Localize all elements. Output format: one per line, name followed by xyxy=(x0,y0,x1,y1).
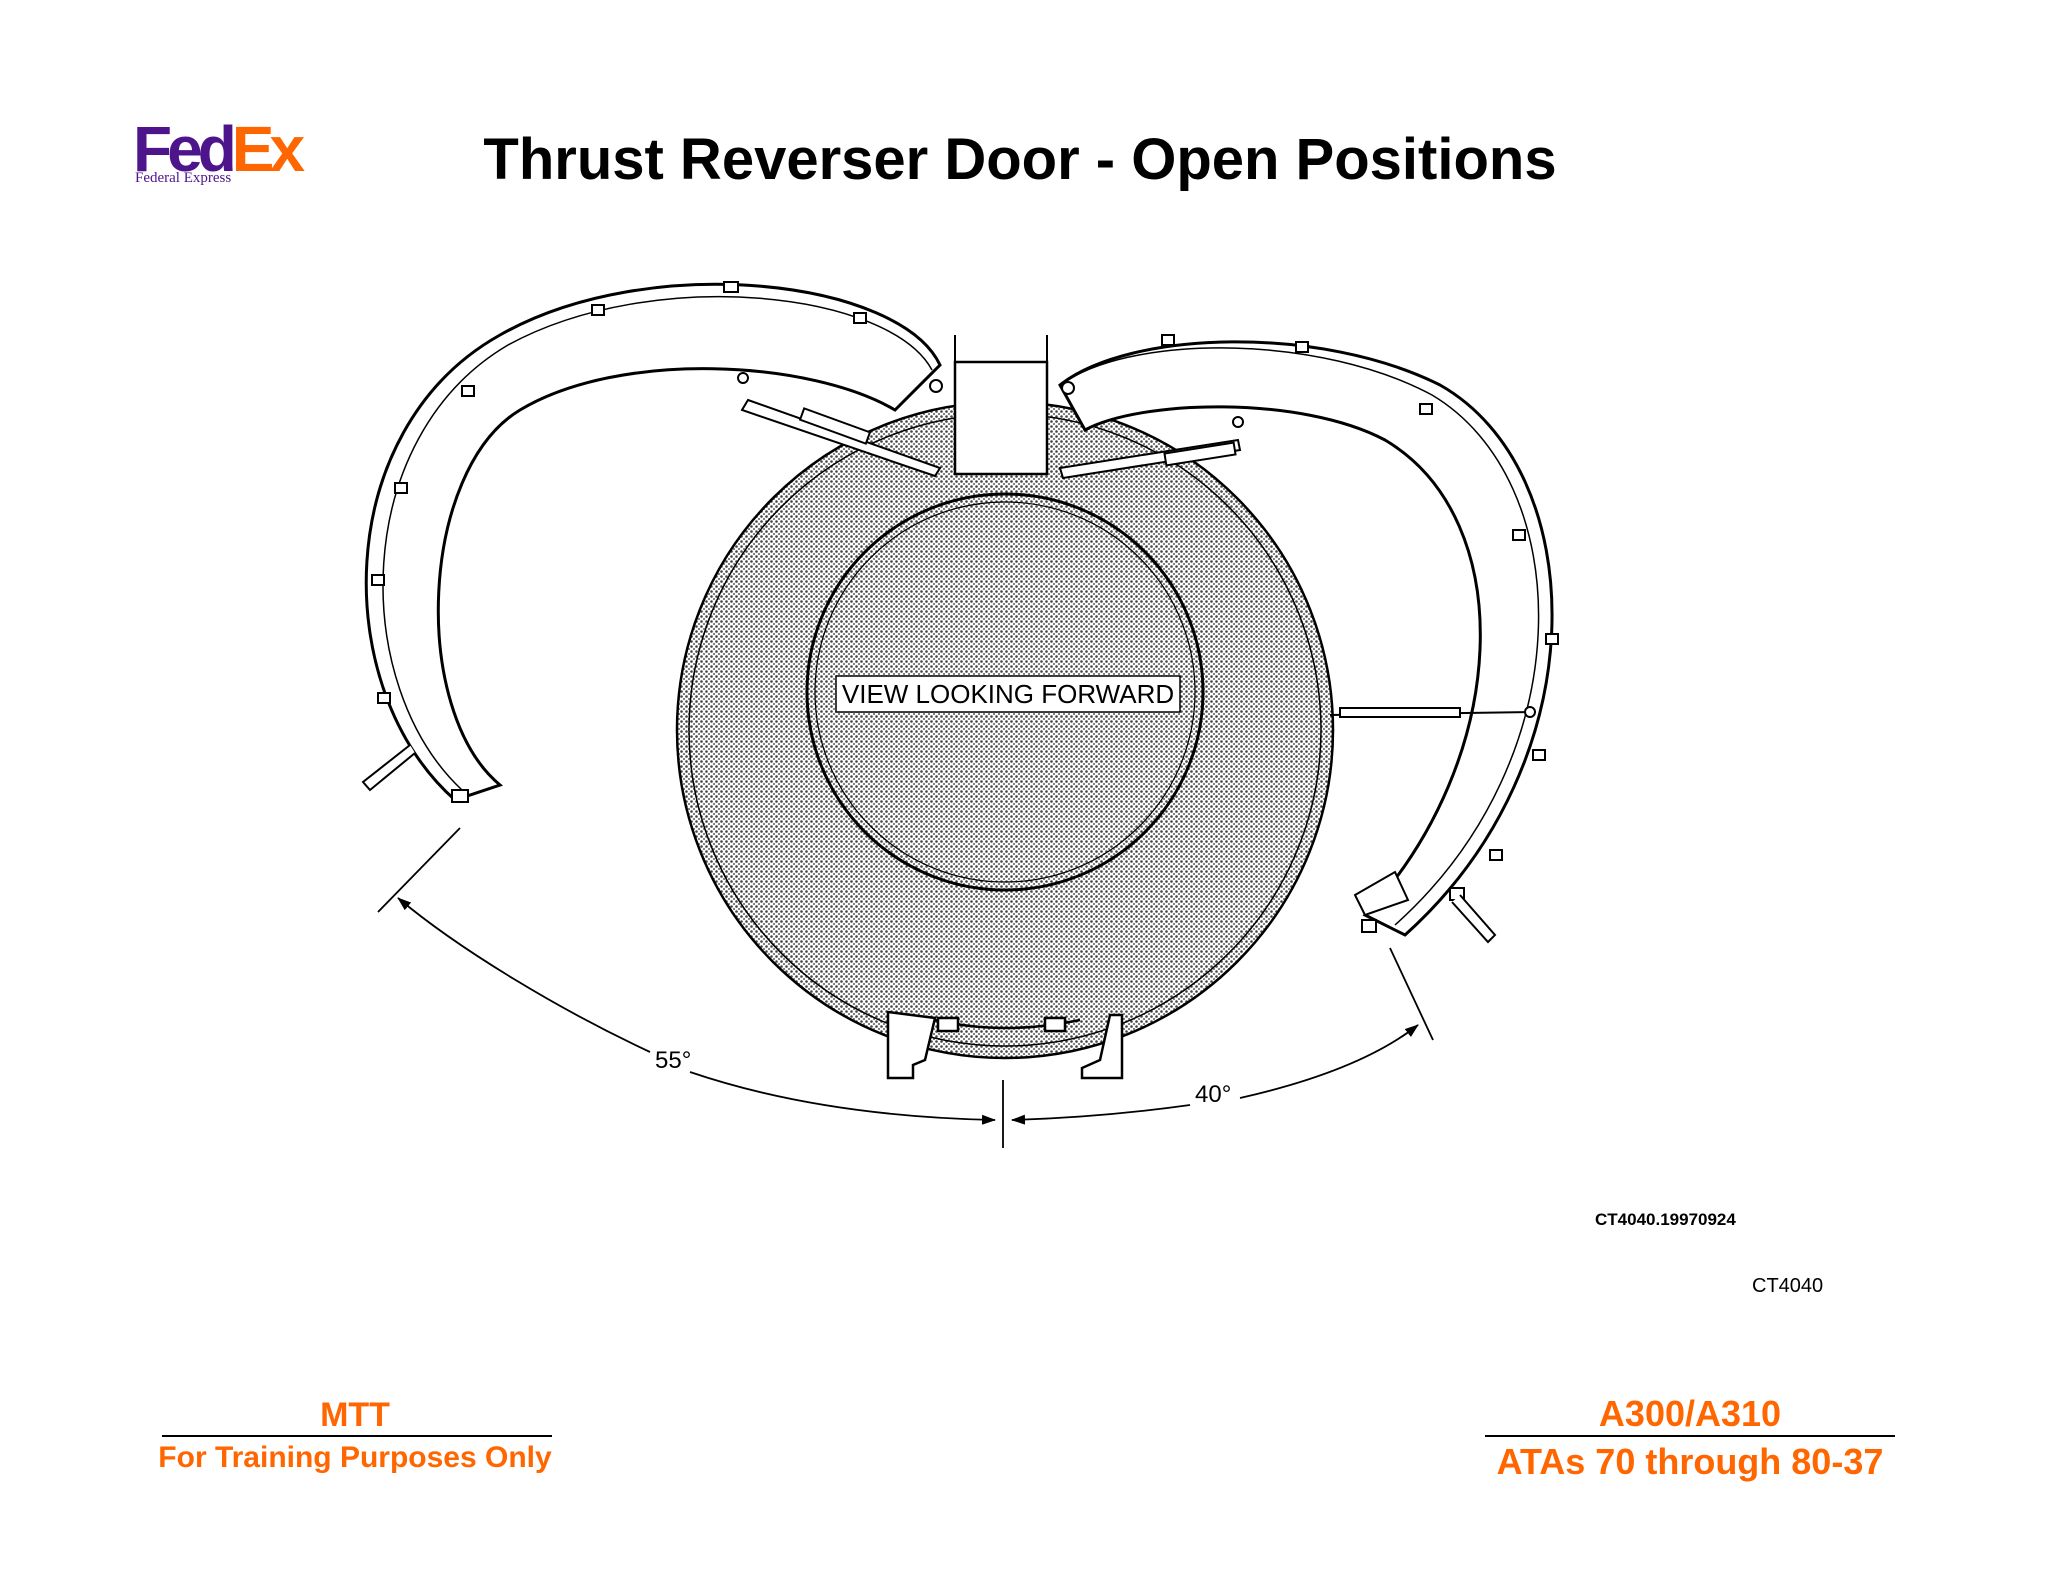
fedex-logo: FedEx Federal Express xyxy=(133,112,323,202)
right-door xyxy=(1058,334,1559,944)
logo-subtitle: Federal Express xyxy=(135,170,232,186)
footer-training-note: For Training Purposes Only xyxy=(158,1441,552,1474)
footer-left-rule xyxy=(162,1435,552,1437)
reference-code: CT4040 xyxy=(1752,1275,1824,1297)
view-label: VIEW LOOKING FORWARD xyxy=(842,679,1174,709)
logo-fed-text: Fed xyxy=(133,113,237,185)
angle-40-label: 40° xyxy=(1195,1081,1231,1108)
footer-right-rule xyxy=(1485,1435,1895,1437)
upper-pylon xyxy=(953,335,1049,476)
lower-beam xyxy=(886,1010,1124,1148)
logo-ex-text: Ex xyxy=(231,113,305,185)
engine-core xyxy=(675,400,1335,1060)
footer-ata: ATAs 70 through 80-37 xyxy=(1496,1441,1884,1482)
reference-code-full: CT4040.19970924 xyxy=(1595,1210,1736,1229)
footer-right: A300/A310 ATAs 70 through 80-37 xyxy=(1485,1393,1895,1483)
footer-left: MTT For Training Purposes Only xyxy=(150,1395,560,1475)
footer-mtt: MTT xyxy=(320,1396,390,1434)
left-door xyxy=(361,281,943,803)
angle-dimensions xyxy=(377,827,1434,1125)
page-title: Thrust Reverser Door - Open Positions xyxy=(483,127,1557,192)
footer-aircraft: A300/A310 xyxy=(1598,1393,1782,1434)
angle-55-label: 55° xyxy=(655,1047,691,1074)
